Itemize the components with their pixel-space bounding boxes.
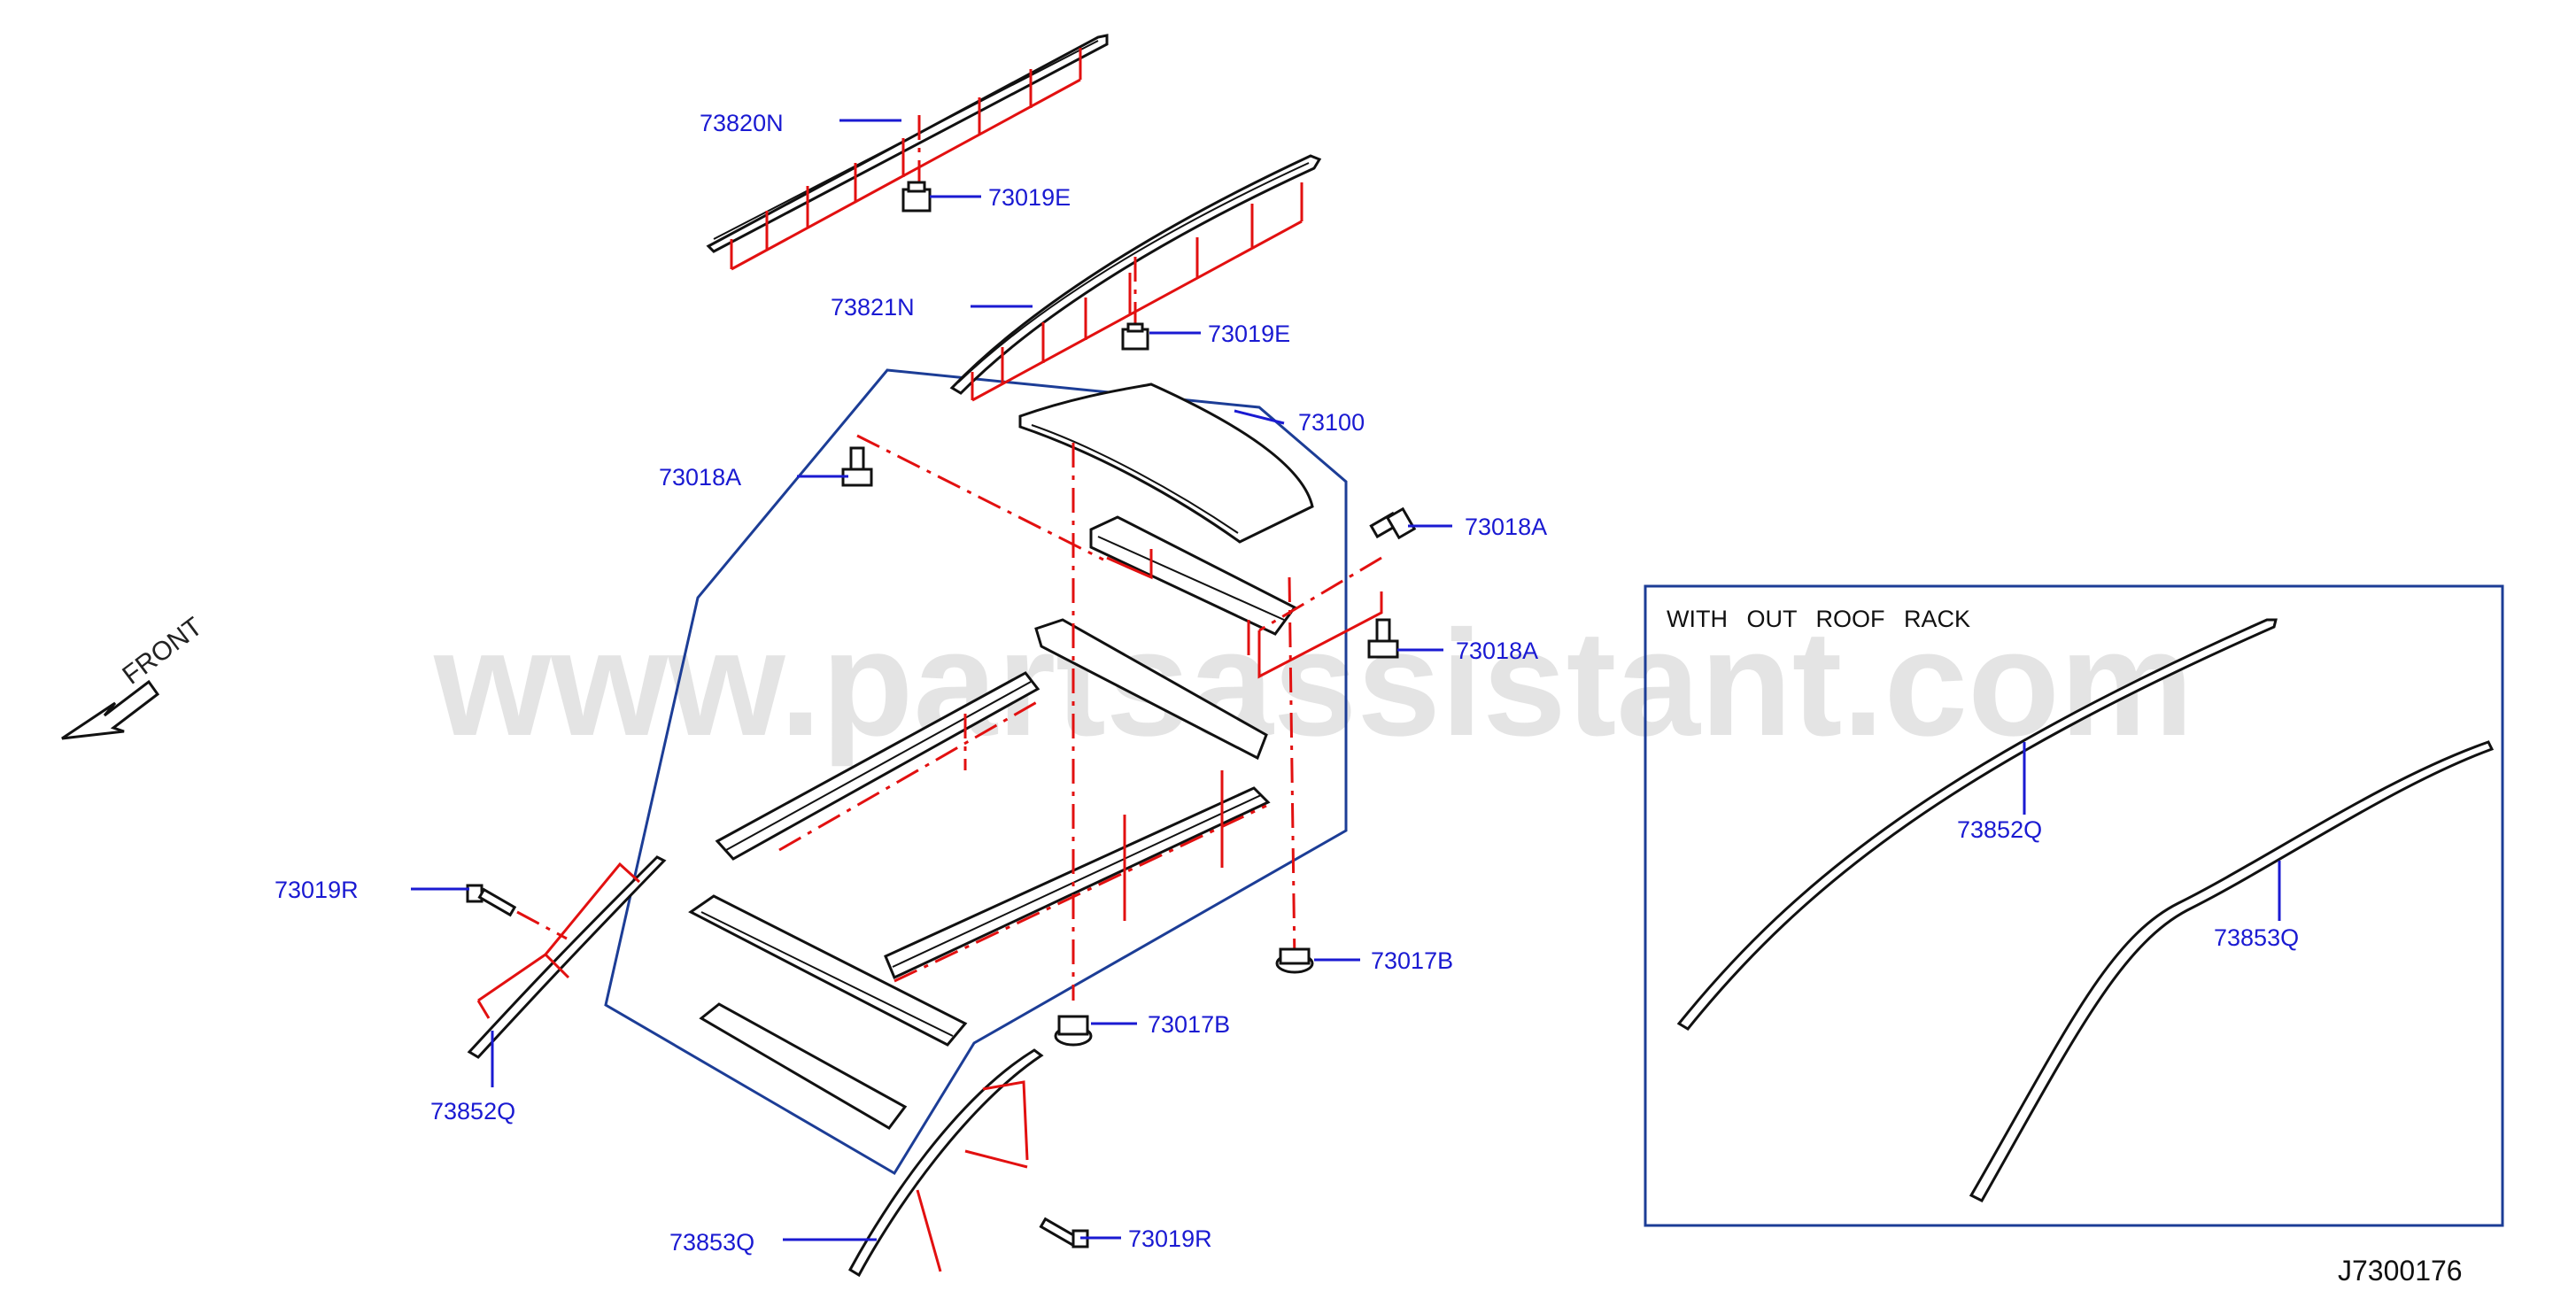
callout-73821N: 73821N	[831, 294, 915, 321]
side-rail-right	[884, 786, 1271, 980]
front-label: FRONT	[117, 612, 207, 691]
inset-frame	[1644, 584, 2504, 1227]
callout-73100: 73100	[1298, 409, 1365, 436]
inset-molding-right	[1969, 740, 2495, 1202]
roof-panel	[1018, 383, 1314, 544]
callout-73018A-right-upper: 73018A	[1465, 514, 1547, 540]
inset-callout-73852Q: 73852Q	[1957, 816, 2042, 843]
assembly-lines	[778, 434, 1382, 1001]
nut-icon	[1054, 1015, 1093, 1047]
callout-73019R-left: 73019R	[275, 877, 359, 903]
nut-icon	[1275, 947, 1314, 974]
drip-molding-left	[467, 855, 667, 1059]
callout-73018A-left: 73018A	[659, 464, 741, 491]
callout-73019E-upper: 73019E	[988, 184, 1071, 211]
diagram-code: J7300176	[2338, 1255, 2463, 1287]
callout-73852Q: 73852Q	[430, 1098, 515, 1125]
watermark: www.partsassistant.com	[433, 599, 2193, 768]
inset-title: WITH OUT ROOF RACK	[1667, 606, 1970, 632]
roof-reinforcement	[699, 1002, 908, 1130]
callout-73019R-right: 73019R	[1128, 1225, 1212, 1252]
roof-bow-front	[1089, 515, 1297, 636]
front-arrow-icon	[61, 679, 160, 740]
rail-right-mount-lines	[971, 182, 1303, 402]
callout-73820N: 73820N	[700, 110, 784, 136]
roof-panel-group-outline	[604, 368, 1348, 1176]
drip-molding-right	[847, 1048, 1044, 1278]
bolt-icon	[841, 446, 873, 487]
front-header	[688, 894, 968, 1047]
callout-73019E-lower: 73019E	[1208, 321, 1290, 347]
inset-callout-73853Q: 73853Q	[2214, 924, 2299, 951]
roof-bow-center	[1034, 618, 1268, 761]
clip-icon	[901, 181, 932, 213]
screw-icon	[466, 884, 517, 917]
callout-73017B-center: 73017B	[1148, 1011, 1230, 1038]
rail-left-mount-lines	[730, 48, 1082, 271]
callout-73853Q: 73853Q	[669, 1229, 754, 1256]
clip-icon	[1121, 322, 1149, 351]
callout-73017B-right: 73017B	[1371, 947, 1453, 974]
inset-molding-left	[1676, 618, 2278, 1031]
screw-icon	[1039, 1217, 1089, 1248]
callout-73018A-right-lower: 73018A	[1456, 638, 1538, 664]
side-rail-left	[715, 671, 1040, 861]
bolt-icon	[1369, 506, 1417, 540]
